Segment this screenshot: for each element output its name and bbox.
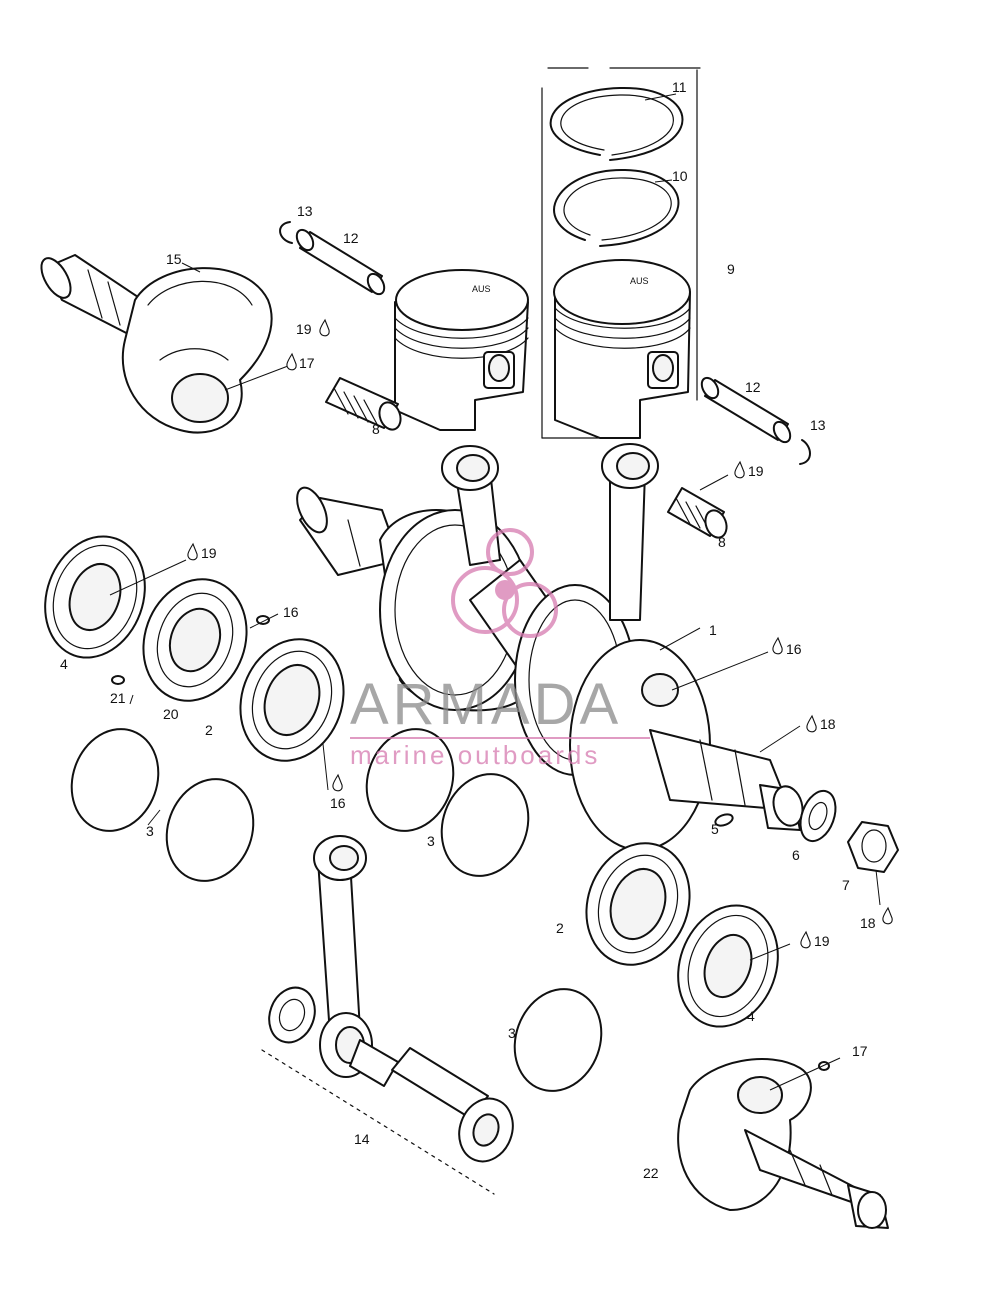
callout-label: 12	[343, 230, 359, 246]
ball-bearing-right-2	[585, 842, 691, 966]
watermark-tagline: marine outboards	[350, 740, 600, 770]
callout-label: 15	[166, 251, 182, 267]
callout-labels: 11 10 9 13 12 15 19 17 8 12 13 19 8 19 1…	[60, 79, 876, 1181]
washer-6	[799, 789, 837, 843]
callout-label: 11	[672, 79, 687, 95]
callout-label: 3	[427, 833, 435, 849]
callout-label: 8	[718, 534, 726, 550]
callout-label: 9	[727, 261, 735, 277]
leader-lines	[109, 93, 881, 1091]
oil-drop-icon	[734, 460, 745, 479]
crankshaft-assembly-1	[296, 443, 804, 851]
callout-label: 19	[814, 933, 830, 949]
oil-drop-icon	[772, 636, 783, 655]
callout-label: 12	[745, 379, 761, 395]
callout-label: 10	[672, 168, 688, 184]
callout-label: 22	[643, 1165, 659, 1181]
callout-label: 18	[860, 915, 876, 931]
callout-label: 7	[842, 877, 850, 893]
o-ring-3-b	[165, 778, 255, 882]
callout-label: 16	[283, 604, 299, 620]
callout-label: 17	[852, 1043, 868, 1059]
callout-label: 18	[820, 716, 836, 732]
watermark-brand: ARMADA	[350, 672, 622, 737]
callout-label: 2	[205, 722, 213, 738]
callout-label: 13	[297, 203, 313, 219]
crankshaft-half-22	[677, 1058, 889, 1229]
piston-ring-10	[553, 168, 680, 247]
nut-7	[847, 821, 899, 873]
oil-drop-icon	[800, 930, 811, 949]
callout-label: 4	[747, 1008, 755, 1024]
callout-label: 4	[60, 656, 68, 672]
callout-label: 19	[748, 463, 764, 479]
ball-bearing-20	[142, 578, 248, 702]
piston-left: AUS	[394, 269, 529, 431]
circlip-left-13	[279, 221, 293, 244]
svg-text:AUS: AUS	[630, 276, 649, 286]
callout-label: 16	[786, 641, 802, 657]
o-ring-3-a	[70, 728, 160, 832]
callout-label: 2	[556, 920, 564, 936]
svg-text:AUS: AUS	[472, 284, 491, 294]
callout-label: 5	[711, 821, 719, 837]
callout-label: 14	[354, 1131, 370, 1147]
callout-label: 19	[296, 321, 312, 337]
circlip-right-13	[799, 439, 811, 465]
callout-label: 8	[372, 421, 380, 437]
piston-pin-right-12	[700, 376, 792, 444]
oil-drop-icon	[332, 773, 343, 792]
callout-label: 19	[201, 545, 217, 561]
callout-label: 20	[163, 706, 179, 722]
o-ring-3-e	[513, 988, 603, 1092]
callout-label: 16	[330, 795, 346, 811]
oil-drop-icon	[187, 542, 198, 561]
callout-label: 13	[810, 417, 826, 433]
callout-label: 3	[146, 823, 154, 839]
oil-seal-right-4	[677, 904, 779, 1028]
o-ring-3-d	[440, 773, 530, 877]
oil-drop-icon	[806, 714, 817, 733]
callout-label: 1	[709, 622, 717, 638]
watermark: ARMADA marine outboards	[350, 528, 650, 770]
conrod-kit-14	[261, 835, 514, 1195]
callout-label: 17	[299, 355, 315, 371]
piston-pin-left-12	[295, 228, 386, 296]
piston-ring-11	[549, 86, 684, 161]
roller-bearing-left-2	[239, 638, 345, 762]
woodruff-key-5	[714, 813, 734, 827]
small-key-16	[256, 615, 270, 625]
oil-drop-icon	[319, 318, 330, 337]
crankshaft-half-15	[40, 254, 273, 434]
watermark-logo-icon	[451, 528, 558, 638]
woodruff-key-21	[111, 675, 125, 685]
oil-drop-icon	[882, 906, 893, 925]
o-ring-3-c	[365, 728, 455, 832]
piston-right: AUS	[553, 259, 691, 439]
needle-bearing-right-8	[667, 487, 728, 539]
oil-seal-left-4	[44, 535, 146, 659]
callout-label: 3	[508, 1025, 516, 1041]
oil-drop-icons	[187, 318, 893, 949]
oil-drop-icon	[286, 352, 297, 371]
callout-label: 21	[110, 690, 126, 706]
needle-bearing-left-8	[325, 377, 402, 431]
callout-label: 6	[792, 847, 800, 863]
